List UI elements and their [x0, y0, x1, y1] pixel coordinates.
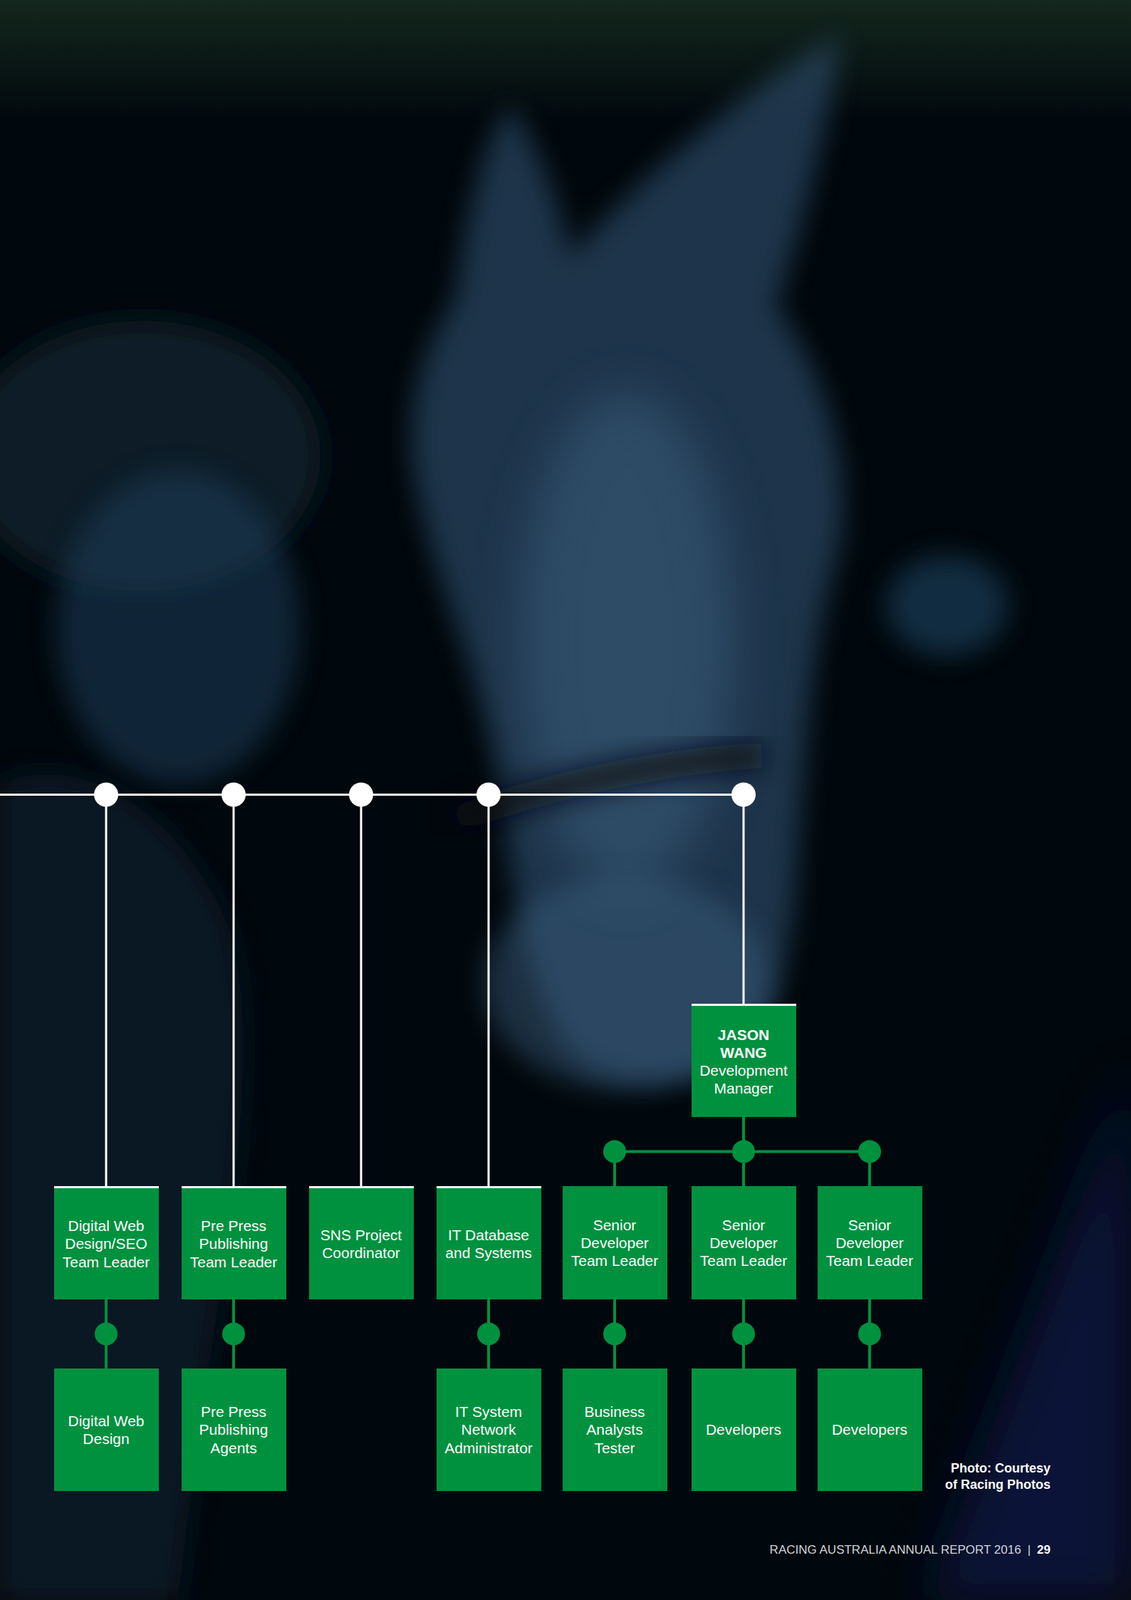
position-title: Senior Developer Team Leader: [821, 1215, 919, 1270]
position-title: Digital Web Design: [58, 1411, 155, 1448]
junction-dot: [94, 1322, 118, 1346]
separator: |: [1027, 1542, 1031, 1557]
dot-group: [94, 1140, 882, 1346]
edge-group: [106, 1116, 870, 1369]
position-box: Pre Press Publishing Agents: [181, 1368, 287, 1491]
junction-dot: [221, 782, 246, 807]
position-title: Developers: [705, 1420, 782, 1438]
position-title: Development Manager: [695, 1061, 792, 1097]
position-box: Senior Developer Team Leader: [817, 1185, 923, 1300]
junction-dot: [94, 782, 119, 807]
junction-dot: [858, 1140, 882, 1164]
position-title: Developers: [831, 1420, 908, 1438]
position-box: Digital Web Design/SEO Team Leader: [54, 1185, 159, 1300]
person-name: JASON WANG: [695, 1025, 792, 1062]
junction-dot: [732, 1140, 755, 1164]
report-title: RACING AUSTRALIA ANNUAL REPORT 2016: [769, 1542, 1022, 1557]
position-box: Developers: [691, 1368, 797, 1491]
junction-dot: [476, 782, 501, 807]
position-title: Pre Press Publishing Agents: [185, 1402, 283, 1457]
junction-dot: [603, 1140, 627, 1164]
position-title: IT System Network Administrator: [440, 1402, 538, 1457]
position-title: Business Analysts Tester: [566, 1402, 664, 1457]
position-title: Pre Press Publishing Team Leader: [185, 1216, 283, 1271]
position-box: Pre Press Publishing Team Leader: [181, 1185, 287, 1300]
page-footer: RACING AUSTRALIA ANNUAL REPORT 2016 | 29: [769, 1542, 1051, 1557]
position-title: Senior Developer Team Leader: [566, 1215, 664, 1270]
junction-dot: [858, 1322, 882, 1346]
halter: [455, 754, 763, 820]
reporting-line: [743, 1116, 870, 1186]
junction-dot: [477, 1322, 500, 1346]
position-title: Senior Developer Team Leader: [695, 1215, 792, 1270]
junction-dot: [222, 1322, 246, 1346]
hand: [886, 555, 1008, 656]
horse-blaze: [519, 391, 734, 891]
drop-line: [105, 794, 108, 1188]
top-glow: [0, 0, 1131, 122]
position-box: Business Analysts Tester: [562, 1368, 668, 1491]
junction-dot: [731, 782, 756, 807]
drop-line: [232, 794, 236, 1188]
photo-credit: Photo: Courtesy of Racing Photos: [942, 1460, 1051, 1494]
junction-dot: [732, 1322, 755, 1346]
manager-box: JASON WANGDevelopment Manager: [691, 1003, 797, 1117]
drop-line: [742, 794, 745, 1005]
position-title: Digital Web Design/SEO Team Leader: [58, 1216, 155, 1271]
position-box: Senior Developer Team Leader: [691, 1185, 797, 1300]
position-box: Senior Developer Team Leader: [562, 1185, 668, 1300]
position-box: IT System Network Administrator: [436, 1368, 542, 1491]
position-box: SNS Project Coordinator: [309, 1185, 414, 1300]
jacket: [925, 1068, 1131, 1600]
position-title: SNS Project Coordinator: [313, 1225, 410, 1262]
woman-face: [56, 470, 300, 784]
drop-line: [360, 794, 363, 1188]
position-title: IT Database and Systems: [440, 1225, 538, 1262]
junction-dot: [603, 1322, 627, 1346]
position-box: Developers: [817, 1368, 923, 1491]
junction-dot: [348, 782, 374, 807]
drop-line: [487, 794, 491, 1188]
reporting-line: [614, 1116, 744, 1186]
position-box: Digital Web Design: [54, 1368, 159, 1491]
page-number: 29: [1036, 1542, 1051, 1557]
position-box: IT Database and Systems: [436, 1185, 542, 1300]
